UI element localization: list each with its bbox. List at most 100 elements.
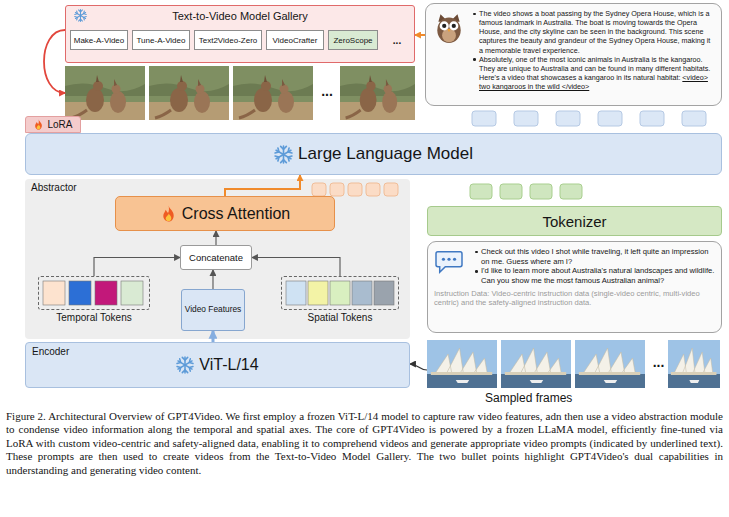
encoder-title: Encoder xyxy=(32,346,69,357)
snowflake-stroke xyxy=(177,365,182,371)
lora-label: LoRA xyxy=(47,119,72,130)
snowflake-stroke xyxy=(83,11,87,15)
encoder-label: ViT-L/14 xyxy=(199,356,258,374)
chat-dot xyxy=(453,258,456,261)
box-label: Concatenate xyxy=(189,252,243,263)
label-row: LoRA xyxy=(33,119,72,130)
label-row: ViT-L/14 xyxy=(176,356,258,374)
spatial-token-squares xyxy=(286,281,306,305)
tokenizer-box: Tokenizer xyxy=(427,206,722,236)
owl-beak xyxy=(447,29,450,32)
output-tokens xyxy=(472,111,706,126)
text-tokens xyxy=(500,184,522,199)
opera-house-frames xyxy=(575,340,645,388)
output-tokens xyxy=(682,111,706,126)
answer-text: The video shows a boat passing by the Sy… xyxy=(479,9,710,55)
text-tokens xyxy=(470,184,582,199)
box-label: VideoCrafter xyxy=(273,36,318,45)
response-bubble: The video shows a boat passing by the Sy… xyxy=(425,3,722,106)
connector-arrow xyxy=(415,34,425,36)
ellipsis: ... xyxy=(649,355,668,369)
snowflake-icon xyxy=(176,356,194,374)
opera-house-frames xyxy=(501,340,571,388)
box-label: Tokenizer xyxy=(542,213,606,230)
prompt-text: I'd like to learn more about Australia's… xyxy=(481,266,714,285)
snowflake-stroke xyxy=(79,19,83,21)
label-row: VideoCrafter xyxy=(273,36,318,45)
instruction-bubble: Check out this video I shot while travel… xyxy=(427,241,722,333)
user-chat-icon xyxy=(434,249,464,275)
spatial-token-squares xyxy=(308,281,328,305)
chat-dot xyxy=(442,258,445,261)
ellipsis: ... xyxy=(315,84,339,98)
cross-attention-box: Cross Attention xyxy=(115,196,335,231)
snowflake-arm xyxy=(74,11,86,20)
kangaroo-frames xyxy=(233,66,313,120)
output-tokens xyxy=(640,111,664,126)
kangaroo-frames xyxy=(65,66,145,120)
spatial-token-squares xyxy=(286,281,394,305)
query-tokens xyxy=(384,183,398,196)
gallery-title: Text-to-Video Model Gallery xyxy=(66,10,414,22)
label-row: Cross Attention xyxy=(160,205,291,223)
llm-label: Large Language Model xyxy=(298,144,473,164)
label-row: Video Features xyxy=(185,305,242,315)
query-tokens xyxy=(330,183,344,196)
snowflake-stroke xyxy=(188,359,193,365)
bullet-item: Absolutely, one of the most iconic anima… xyxy=(472,55,715,92)
output-tokens xyxy=(472,111,496,126)
abstractor-panel xyxy=(25,179,410,339)
connector-arrow xyxy=(215,231,216,245)
snowflake-arm xyxy=(177,359,194,372)
snowflake-stroke xyxy=(287,147,292,153)
snowflake-icon xyxy=(274,145,293,164)
output-tokens xyxy=(598,111,622,126)
output-tokens xyxy=(556,111,580,126)
video-features-box: Video Features xyxy=(181,289,246,331)
text-tokens xyxy=(470,184,492,199)
answer-text: Absolutely, one of the most iconic anima… xyxy=(479,55,710,82)
model-box: VideoCrafter xyxy=(266,30,324,50)
bubble-text: The video shows a boat passing by the Sy… xyxy=(472,9,715,91)
figure-caption: Figure 2. Architectural Overview of GPT4… xyxy=(6,410,723,477)
spatial-token-squares xyxy=(374,281,394,305)
token-group-label: Spatial Tokens xyxy=(270,312,410,323)
connector-arrow xyxy=(225,175,300,196)
chat-bubble xyxy=(436,252,462,272)
sampled-frames-strip: ...Sampled frames xyxy=(427,340,722,388)
model-box: Text2Video-Zero xyxy=(194,30,262,50)
bullet-item: The video shows a boat passing by the Sy… xyxy=(472,9,715,55)
temporal-token-squares xyxy=(43,281,143,305)
instruction-note: Instruction Data: Video-centric instruct… xyxy=(434,289,715,308)
label-row: Tune-A-Video xyxy=(137,36,186,45)
fire-icon xyxy=(160,205,177,222)
fire-core xyxy=(165,214,171,222)
panel-title: Abstractor xyxy=(31,182,77,193)
temporal-token-group: Temporal Tokens xyxy=(38,276,150,310)
text-tokens xyxy=(530,184,552,199)
owl-belly xyxy=(442,29,456,43)
bubble-text: Check out this video I shot while travel… xyxy=(474,247,715,286)
snowflake-stroke xyxy=(183,370,188,373)
token-group-label: Temporal Tokens xyxy=(27,312,161,323)
snowflake-stroke xyxy=(75,11,79,15)
connector-arrow xyxy=(212,270,213,289)
box-label: Make-A-Video xyxy=(74,36,125,45)
model-box: Make-A-Video xyxy=(70,30,128,50)
snowflake-arm xyxy=(275,147,293,160)
snowflake-stroke xyxy=(183,357,188,360)
model-box: Tune-A-Video xyxy=(132,30,190,50)
model-gallery-panel: Text-to-Video Model GalleryMake-A-Video T… xyxy=(65,5,415,63)
abstractor-panel: AbstractorCross AttentionConcatenateTemp… xyxy=(25,179,410,339)
snowflake-stroke xyxy=(287,154,292,160)
label-row: ZeroScope xyxy=(333,36,372,45)
snowflake-stroke xyxy=(177,359,182,365)
module-label: Cross Attention xyxy=(182,205,291,223)
snowflake-stroke xyxy=(83,16,87,20)
temporal-token-squares xyxy=(43,281,65,305)
owl-pupil xyxy=(452,24,456,28)
encoder-band: EncoderViT-L/14 xyxy=(25,342,410,388)
ellipsis-label: ... xyxy=(384,30,410,50)
connector-arrow xyxy=(44,30,65,93)
box-label: Text2Video-Zero xyxy=(199,36,258,45)
